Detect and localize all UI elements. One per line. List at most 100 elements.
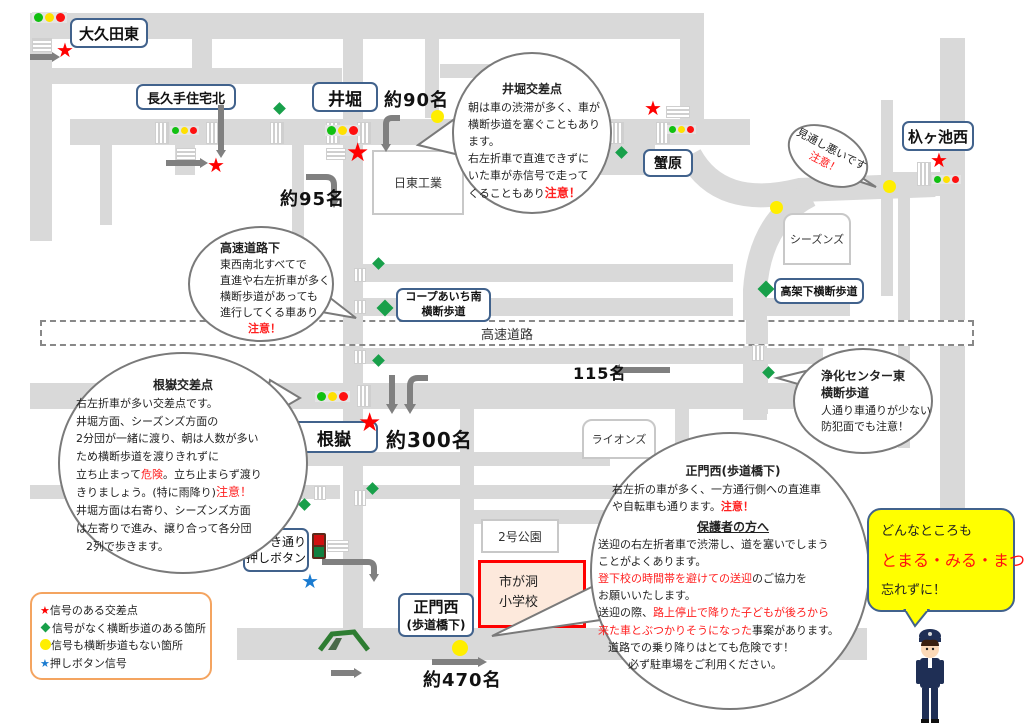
bubble-line: くることもあり注意！	[468, 184, 610, 203]
push-button-star-icon: ★	[301, 569, 319, 593]
legend-item: ★押しボタン信号	[40, 655, 210, 673]
bubble-line: 右左折車が多い交差点です。	[76, 397, 218, 411]
road	[30, 13, 52, 241]
signal-intersection-star-icon: ★	[207, 153, 225, 177]
arrow-path	[306, 174, 337, 200]
intersection-label-nagakute: 長久手住宅北	[136, 84, 236, 110]
intersection-label-ibori: 井堀	[312, 82, 378, 112]
legend-item: ★信号のある交差点	[40, 602, 210, 620]
warning-text: 注意！	[544, 185, 581, 200]
label-text: 根嶽	[317, 429, 351, 450]
bubble-line: 朝は車の渋滞が多く、車が	[468, 100, 600, 114]
bubble-line: 防犯面でも注意！	[821, 419, 909, 433]
warning-text: 危険	[141, 467, 164, 481]
crosswalk-label-koukashita: 高架下横断歩道	[774, 278, 864, 304]
arrow-head	[404, 404, 416, 414]
crosswalk	[270, 122, 284, 144]
road	[100, 145, 112, 225]
label-text: 蟹原	[654, 156, 682, 172]
arrow-path	[407, 375, 428, 404]
road	[363, 485, 653, 499]
bubble-line: 横断歩道を塞ぐこともあり	[468, 117, 600, 131]
bubble-line: 東西南北すべてで	[220, 258, 307, 272]
count-ibori-north: 約90名	[384, 90, 450, 111]
blue-star-icon: ★	[40, 656, 50, 670]
bubble-title: 高速道路下	[220, 241, 281, 255]
road	[192, 38, 212, 68]
crosswalk	[155, 122, 169, 144]
building-label: 日東工業	[393, 176, 442, 190]
bubble-line: 井堀方面、シーズンズ方面の	[76, 414, 219, 428]
crosswalk	[357, 385, 371, 407]
building-label: 2号公園	[498, 529, 542, 544]
arrow-head	[200, 158, 208, 168]
crosswalk	[327, 540, 349, 552]
no-crosswalk-dot-icon	[452, 640, 468, 656]
traffic-signal-icon	[170, 126, 199, 135]
bubble-line: は左寄りで進み、譲り合って各分団	[76, 521, 252, 535]
bubble-line: 送迎の際、路上停止で降りた子どもが後ろから	[598, 604, 868, 621]
legend-label: 押しボタン信号	[49, 656, 127, 670]
bubble-ibori: 井堀交差点 朝は車の渋滞が多く、車が 横断歩道を塞ぐこともあり ます。 右左折車…	[452, 52, 612, 214]
traffic-signal-icon	[315, 391, 350, 402]
building-park: 2号公園	[481, 519, 559, 553]
count-east: 115名	[573, 364, 627, 383]
bubble-text: きりましょう。(特に雨降り)	[76, 486, 216, 500]
bubble-text: のご協力を	[752, 572, 807, 586]
building-lions: ライオンズ	[582, 419, 656, 459]
bubble-text: 送迎の際、	[598, 606, 653, 620]
warning-text: 注意！	[248, 322, 281, 336]
road	[746, 364, 768, 414]
building-label: ライオンズ	[591, 433, 647, 446]
bubble-jouka: 浄化センター東 横断歩道 人通り車通りが少ない 防犯面でも注意！	[793, 348, 933, 454]
bubble-text: 事案があります。	[752, 623, 839, 637]
bubble-title: 浄化センター東	[821, 369, 906, 383]
crosswalk	[326, 148, 346, 160]
signal-intersection-star-icon: ★	[358, 408, 382, 438]
bubble-line: 送迎の右左折者車で渋滞し、道を塞いでしまう	[598, 538, 829, 552]
bubble-line: お願いいたします。	[598, 589, 696, 603]
bubble-text: 。立ち止まらず渡り	[163, 467, 262, 481]
label-text: コープあいち南	[405, 290, 482, 304]
bubble-line: 2分団が一緒に渡り、朝は人数が多い	[76, 432, 259, 446]
bubble-line: いた車が赤信号で走って	[468, 168, 589, 182]
intersection-label-okubo-higashi: 大久田東	[70, 18, 148, 48]
warning-text: 来た車とぶつかりそうになった	[598, 623, 752, 637]
building-seasons: シーズンズ	[783, 213, 851, 265]
signal-intersection-star-icon: ★	[346, 138, 370, 168]
arrow-head	[610, 364, 620, 376]
label-text: 大久田東	[78, 24, 139, 43]
bubble-line: ため横断歩道を渡りきれずに	[76, 449, 219, 463]
bubble-text: や自転車も通ります。	[612, 499, 721, 513]
slogan-highlight: とまる・みる・まつ	[881, 551, 1024, 570]
label-text: 長久手住宅北	[146, 91, 225, 107]
road	[52, 68, 342, 84]
crosswalk	[666, 106, 690, 118]
no-crosswalk-dot-icon	[431, 110, 444, 123]
footbridge-icon	[318, 629, 370, 652]
crosswalk	[752, 345, 764, 361]
bubble-line: 立ち止まって危険。立ち止まらず渡り	[76, 466, 306, 484]
expressway: 高速道路	[40, 320, 974, 346]
bubble-title: 正門西(歩道橋下)	[685, 464, 781, 478]
bubble-line: 井堀方面は右寄り、シーズンズ方面	[76, 504, 251, 518]
crosswalk	[354, 268, 366, 282]
school-name-1: 市が洞	[499, 575, 539, 590]
building-nitto: 日東工業	[372, 150, 464, 215]
bubble-line: や自転車も通ります。注意！	[598, 498, 868, 515]
bubble-text: 立ち止まって	[76, 467, 142, 481]
bubble-line: 道路での乗り降りはとても危険です！	[608, 640, 795, 654]
road	[363, 348, 823, 364]
intersection-label-seimon-nishi: 正門西 (歩道橋下)	[398, 593, 474, 637]
signal-intersection-star-icon: ★	[56, 38, 74, 62]
count-ibori-west: 約95名	[280, 189, 346, 210]
count-seimon-nishi: 約470名	[423, 670, 502, 691]
traffic-signal-icon	[32, 12, 67, 23]
crosswalk-label-coop: コープあいち南 横断歩道	[396, 288, 491, 322]
intersection-label-susugaike: 杁ヶ池西	[902, 121, 974, 151]
slogan-line: 忘れずに！	[881, 583, 947, 598]
warning-text: 注意！	[720, 499, 754, 513]
warning-text: 路上停止で降りた子どもが後ろから	[653, 606, 829, 620]
